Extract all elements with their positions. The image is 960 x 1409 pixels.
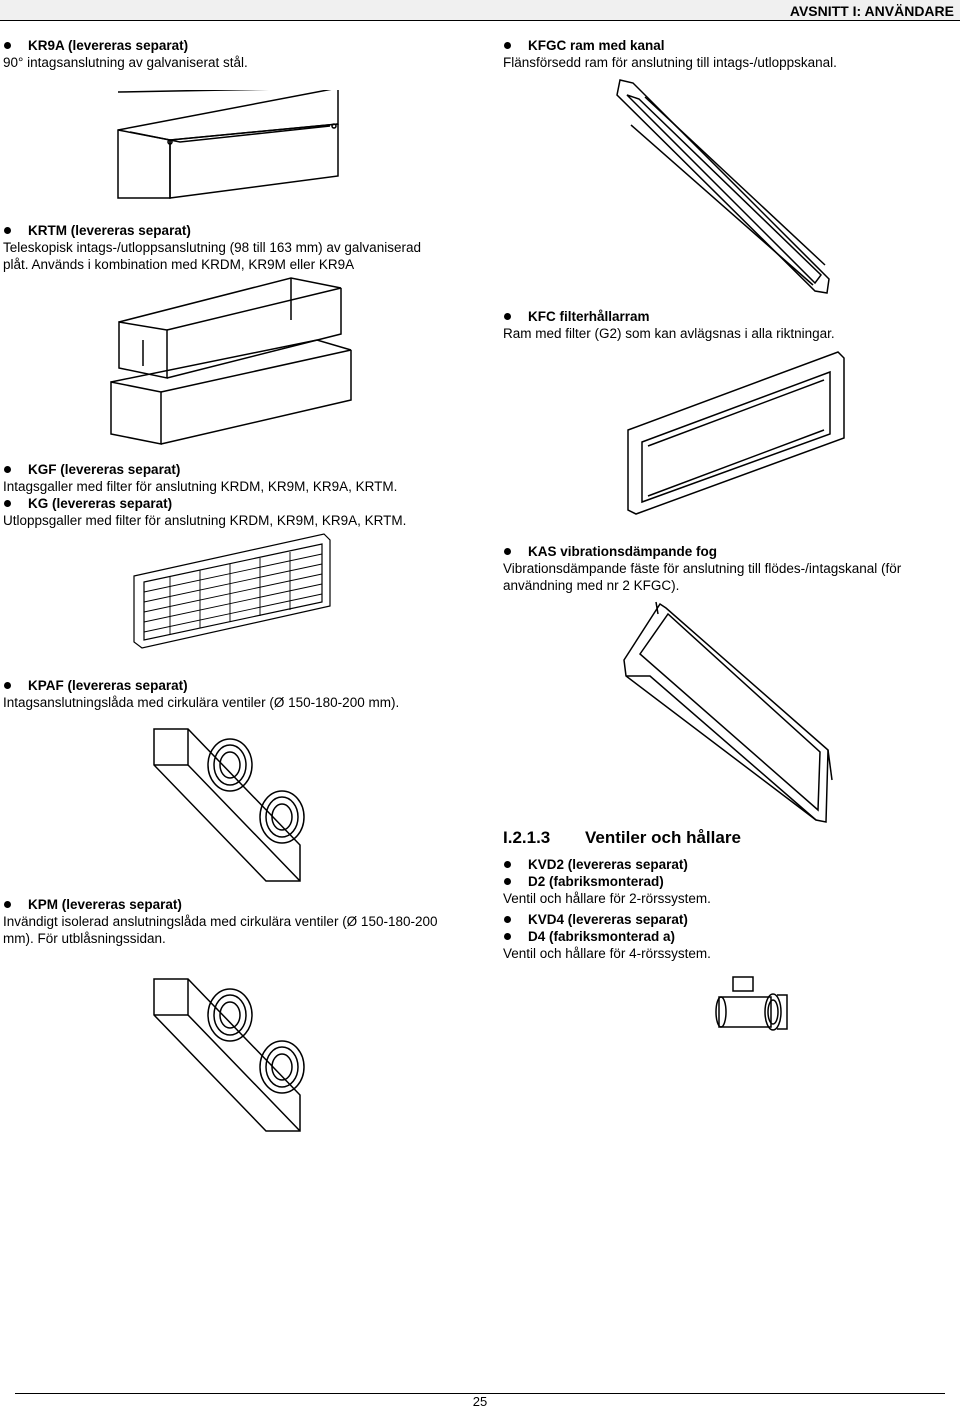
item-desc: Intagsgaller med filter för anslutning K… [3, 479, 398, 494]
item-desc: Ventil och hållare för 2-rörssystem. [503, 891, 711, 906]
item-title: KPM (levereras separat) [3, 896, 463, 913]
page-number: 25 [472, 1394, 488, 1409]
item-title: KVD4 (levereras separat) [503, 911, 943, 928]
kfgc-figure [615, 75, 835, 295]
section-header: AVSNITT I: ANVÄNDARE [789, 3, 954, 19]
footer-rule [15, 1393, 945, 1394]
item-title: KRTM (levereras separat) [3, 222, 448, 239]
valve-figure [715, 975, 790, 1035]
section-items: KVD2 (levereras separat) D2 (fabriksmont… [503, 856, 943, 962]
section-title: Ventiler och hållare [585, 828, 741, 847]
item-desc: Flänsförsedd ram för anslutning till int… [503, 55, 837, 70]
item-title: D4 (fabriksmonterad a) [503, 928, 943, 945]
item-desc: Utloppsgaller med filter för anslutning … [3, 513, 407, 528]
kgf-figure [130, 530, 335, 650]
kas-figure [620, 600, 835, 825]
item-title: KGF (levereras separat) [3, 461, 463, 478]
item-kpm: KPM (levereras separat) Invändigt isoler… [3, 896, 463, 947]
item-kg: KG (levereras separat) Utloppsgaller med… [3, 495, 463, 529]
item-title: KAS vibrationsdämpande fog [503, 543, 948, 560]
item-title: KR9A (levereras separat) [3, 37, 443, 54]
item-title: KVD2 (levereras separat) [503, 856, 943, 873]
item-desc: Invändigt isolerad anslutningslåda med c… [3, 914, 438, 946]
item-kr9a: KR9A (levereras separat) 90° intagsanslu… [3, 37, 443, 71]
krtm-figure [105, 270, 355, 445]
item-title: KFC filterhållarram [503, 308, 943, 325]
item-kfc: KFC filterhållarram Ram med filter (G2) … [503, 308, 943, 342]
item-desc: 90° intagsanslutning av galvaniserat stå… [3, 55, 248, 70]
kr9a-figure [110, 90, 350, 200]
item-title: KPAF (levereras separat) [3, 677, 463, 694]
item-kpaf: KPAF (levereras separat) Intagsanslutnin… [3, 677, 463, 711]
header-bar: AVSNITT I: ANVÄNDARE [0, 0, 960, 21]
section-number: I.2.1.3 [503, 828, 551, 847]
item-title: KFGC ram med kanal [503, 37, 943, 54]
item-desc: Vibrationsdämpande fäste för anslutning … [503, 561, 902, 593]
item-desc: Teleskopisk intags-/utloppsanslutning (9… [3, 240, 421, 272]
item-desc: Ventil och hållare för 4-rörssystem. [503, 946, 711, 961]
item-title: KG (levereras separat) [3, 495, 463, 512]
item-kas: KAS vibrationsdämpande fog Vibrationsdäm… [503, 543, 948, 594]
item-desc: Ram med filter (G2) som kan avlägsnas i … [503, 326, 835, 341]
kpaf-figure [150, 725, 320, 885]
kfc-figure [620, 350, 850, 515]
item-title: D2 (fabriksmonterad) [503, 873, 943, 890]
kpm-figure [150, 975, 320, 1135]
item-kgf: KGF (levereras separat) Intagsgaller med… [3, 461, 463, 495]
item-kfgc: KFGC ram med kanal Flänsförsedd ram för … [503, 37, 943, 71]
item-desc: Intagsanslutningslåda med cirkulära vent… [3, 695, 400, 710]
section-heading: I.2.1.3 Ventiler och hållare [503, 828, 741, 848]
item-krtm: KRTM (levereras separat) Teleskopisk int… [3, 222, 448, 273]
